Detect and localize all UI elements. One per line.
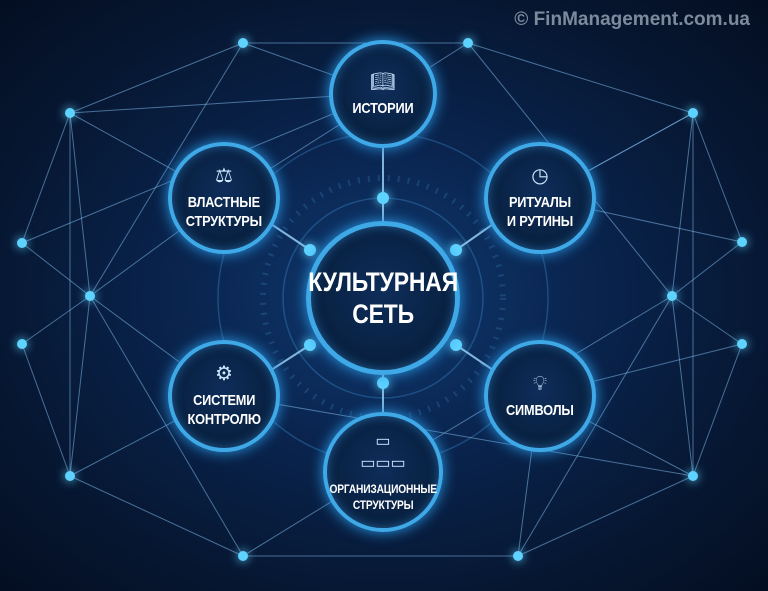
network-link bbox=[21, 112, 71, 244]
network-dot bbox=[304, 339, 316, 351]
network-link bbox=[21, 242, 91, 297]
network-dot bbox=[513, 551, 523, 561]
network-dot bbox=[688, 108, 698, 118]
book-icon: 📖︎ bbox=[370, 70, 396, 93]
network-dot bbox=[737, 339, 747, 349]
network-dot bbox=[65, 471, 75, 481]
node-label: ИСТОРИИ bbox=[352, 99, 414, 117]
node-label: РИТУАЛЫ И РУТИНЫ bbox=[506, 194, 574, 230]
network-link bbox=[467, 42, 694, 114]
network-link bbox=[89, 42, 244, 297]
node-control-systems: ⚙︎ СИСТЕМИ КОНТРОЛЮ bbox=[168, 340, 280, 452]
network-link bbox=[223, 394, 694, 477]
center-node-cultural-network: КУЛЬТУРНАЯ СЕТЬ bbox=[306, 221, 460, 375]
node-label: СИСТЕМИ КОНТРОЛЮ bbox=[187, 392, 261, 428]
scales-icon: ⚖︎ bbox=[215, 165, 233, 187]
network-dot bbox=[450, 339, 462, 351]
network-link bbox=[671, 112, 694, 297]
lightbulb-icon: 💡︎ bbox=[533, 372, 547, 395]
network-link bbox=[692, 112, 743, 243]
node-stories: 📖︎ ИСТОРИИ bbox=[329, 40, 437, 148]
node-label: ВЛАСТНЫЕ СТРУКТУРЫ bbox=[185, 194, 263, 230]
network-link bbox=[517, 295, 673, 557]
network-dot bbox=[688, 471, 698, 481]
network-dot bbox=[667, 291, 677, 301]
network-link bbox=[89, 295, 244, 557]
network-link bbox=[671, 295, 743, 345]
network-dot bbox=[17, 339, 27, 349]
network-link bbox=[671, 241, 743, 297]
node-org-structures: ▭▭▭▭ ОРГАНИЗАЦИОННЫЕ СТРУКТУРЫ bbox=[323, 412, 443, 532]
org-chart-icon: ▭▭▭▭ bbox=[360, 433, 406, 472]
network-dot bbox=[377, 377, 389, 389]
clock-icon: ◷ bbox=[531, 165, 549, 187]
center-label: КУЛЬТУРНАЯ СЕТЬ bbox=[308, 267, 458, 329]
network-dot bbox=[238, 551, 248, 561]
watermark: © FinManagement.com.ua bbox=[514, 9, 750, 30]
node-label: СИМВОЛЫ bbox=[506, 401, 574, 419]
node-rituals: ◷ РИТУАЛЫ И РУТИНЫ bbox=[484, 142, 596, 254]
network-dot bbox=[450, 244, 462, 256]
network-dot bbox=[17, 238, 27, 248]
node-label: ОРГАНИЗАЦИОННЫЕ СТРУКТУРЫ bbox=[329, 482, 437, 512]
node-power-structures: ⚖︎ ВЛАСТНЫЕ СТРУКТУРЫ bbox=[168, 142, 280, 254]
node-symbols: 💡︎ СИМВОЛЫ bbox=[484, 340, 596, 452]
network-dot bbox=[304, 244, 316, 256]
network-link bbox=[69, 475, 244, 557]
network-dot bbox=[737, 237, 747, 247]
gear-target-icon: ⚙︎ bbox=[215, 363, 233, 385]
network-link bbox=[69, 295, 91, 477]
network-dot bbox=[65, 108, 75, 118]
network-link bbox=[692, 343, 743, 477]
network-link bbox=[21, 343, 71, 477]
network-dot bbox=[85, 291, 95, 301]
network-dot bbox=[238, 38, 248, 48]
network-dot bbox=[377, 192, 389, 204]
network-link bbox=[21, 295, 91, 345]
network-link bbox=[69, 42, 244, 114]
network-link bbox=[671, 295, 694, 477]
network-dot bbox=[463, 38, 473, 48]
network-link bbox=[69, 112, 91, 297]
network-link bbox=[517, 475, 694, 557]
